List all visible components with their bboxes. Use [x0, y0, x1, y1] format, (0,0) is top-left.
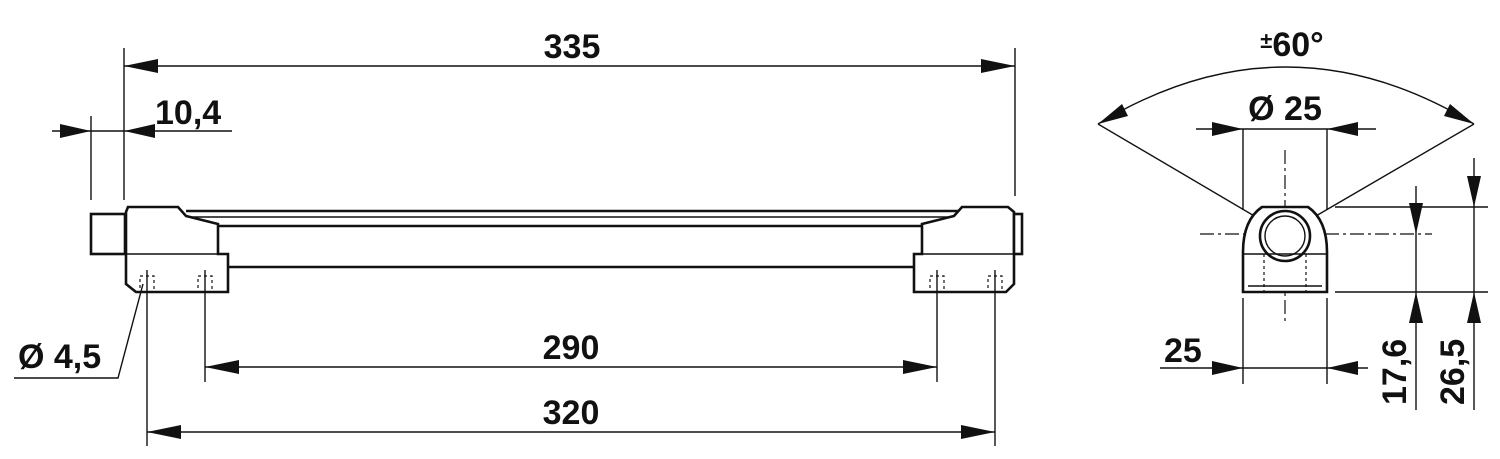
angle-value: 60° — [1272, 26, 1323, 64]
total-height-label: 26,5 — [1434, 339, 1472, 405]
arrow-290-left — [205, 360, 239, 374]
mounting-holes — [139, 275, 1003, 293]
axis-height-label: 17,6 — [1376, 339, 1414, 405]
side-body — [1241, 205, 1329, 294]
angle-plus-minus: ± — [1260, 28, 1272, 53]
tube-section-inner — [1264, 215, 1306, 257]
arrow-320-right — [961, 425, 995, 439]
right-end-cap — [912, 205, 1016, 294]
overall-length-label: 335 — [544, 28, 601, 66]
right-knob — [1012, 212, 1024, 256]
arrow-tube-dia-right — [1327, 122, 1358, 136]
arrow-angle-left — [1098, 104, 1128, 124]
swivel-angle-label: ±60° — [1260, 26, 1324, 64]
arrow-10-4-left — [60, 124, 91, 138]
arrow-10-4-right — [124, 124, 155, 138]
arrow-base-right — [1327, 361, 1358, 375]
angle-arc — [1097, 66, 1475, 125]
outer-hole-spacing-label: 320 — [543, 394, 600, 432]
side-view: ±60° Ø 25 25 — [1097, 26, 1488, 410]
front-view: 335 10,4 Ø 4,5 — [14, 28, 1024, 446]
tube-diameter-label: Ø 25 — [1248, 90, 1322, 128]
left-knob — [89, 212, 127, 256]
arrow-335-left — [124, 59, 158, 73]
arrow-320-left — [147, 425, 181, 439]
arrow-base-left — [1212, 361, 1243, 375]
arrow-angle-right — [1444, 104, 1474, 124]
end-offset-label: 10,4 — [155, 94, 221, 132]
tube-section-outer — [1258, 209, 1312, 263]
base-width-label: 25 — [1164, 332, 1202, 370]
arrow-axis-bottom — [1409, 292, 1423, 323]
hole-diameter-label: Ø 4,5 — [18, 338, 101, 376]
arrow-total-bottom — [1467, 292, 1481, 323]
arrow-290-right — [903, 360, 937, 374]
left-end-cap — [124, 205, 230, 294]
inner-hole-spacing-label: 290 — [543, 329, 600, 367]
arrow-axis-top — [1409, 203, 1423, 234]
arrow-335-right — [981, 59, 1015, 73]
leader-hole-diameter — [14, 283, 144, 379]
arrow-tube-dia-left — [1212, 122, 1243, 136]
arrow-total-top — [1467, 176, 1481, 207]
